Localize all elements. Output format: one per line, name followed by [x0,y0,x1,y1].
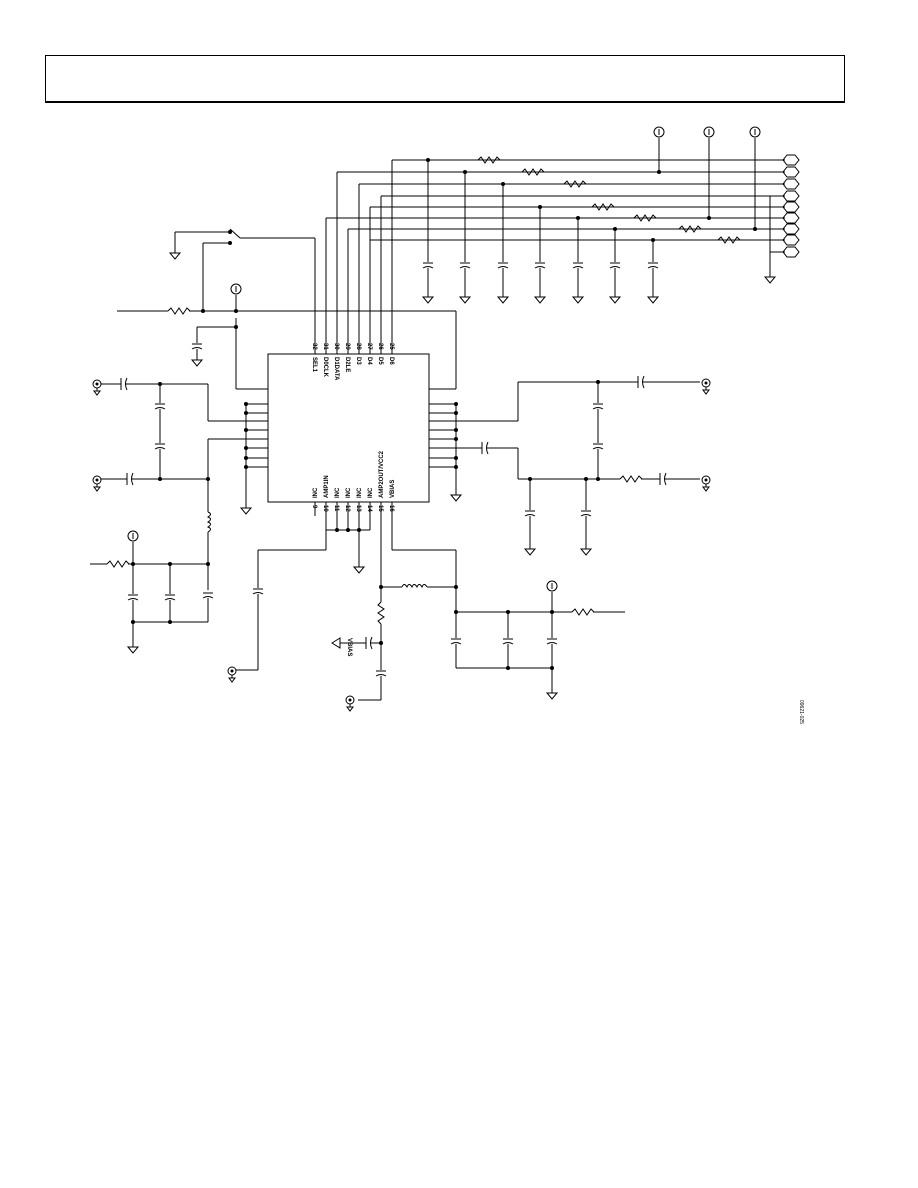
pin-num-14: 14 [366,505,372,512]
pin-num-32: 32 [311,343,317,350]
pin-label-d0clk: D0CLK [322,357,328,378]
pin-label-sel1: SEL1 [311,357,317,373]
pin-num-26: 26 [377,343,383,350]
pin-label-amp1in: AMP1IN [324,475,330,498]
pin-label-amp2out: AMP2OUT/VCC2 [379,450,385,498]
pin-num-15: 15 [377,505,383,512]
pin-num-25: 25 [388,343,394,350]
pin-num-9: 9 [311,505,317,509]
pin-label-d2le: D2LE [344,357,350,372]
vbias-net-label: VBIAS [346,638,352,656]
pin-label-inc-13: INC [357,487,363,498]
page-header-box [45,55,845,103]
pin-num-10: 10 [322,505,328,512]
rf-input-1 [92,377,209,479]
chip-left-pins [208,402,268,515]
chip-top-pins [314,340,393,354]
rf-output-network [481,375,711,556]
vcc-filter-left [90,530,214,654]
pin-num-30: 30 [333,343,339,350]
rf-input-2 [92,439,211,590]
pin-label-d4: D4 [366,357,372,365]
figure-id: 09621-025 [798,700,804,724]
pin-label-d1data: D1DATA [333,357,339,381]
amp2-output-network: VBIAS [331,516,625,712]
pin-label-inc-11: INC [335,487,341,498]
pin-label-inc-12: INC [346,487,352,498]
pin-num-29: 29 [344,343,350,350]
pin-num-16: 16 [388,505,394,512]
pin-label-inc-14: INC [368,487,374,498]
ic-body [267,353,430,503]
pin-label-d6: D6 [388,357,394,365]
chip-bottom-pins [314,502,393,530]
pin-label-inc-9: INC [313,487,319,498]
amp1-input [227,528,370,683]
pin-label-vbias: VBIAS [390,480,396,498]
pin-num-27: 27 [366,343,372,350]
sel-switch [169,228,316,340]
pin-num-13: 13 [355,505,361,512]
control-header-connector [782,154,800,258]
control-bus [325,126,785,340]
vcc-supply-left [117,283,456,367]
pin-label-d3: D3 [355,357,361,365]
pin-num-11: 11 [333,505,339,512]
pin-num-12: 12 [344,505,350,512]
pin-num-31: 31 [322,343,328,350]
chip-right-pins [429,402,518,502]
pin-label-d5: D5 [377,357,383,365]
pin-num-28: 28 [355,343,361,350]
